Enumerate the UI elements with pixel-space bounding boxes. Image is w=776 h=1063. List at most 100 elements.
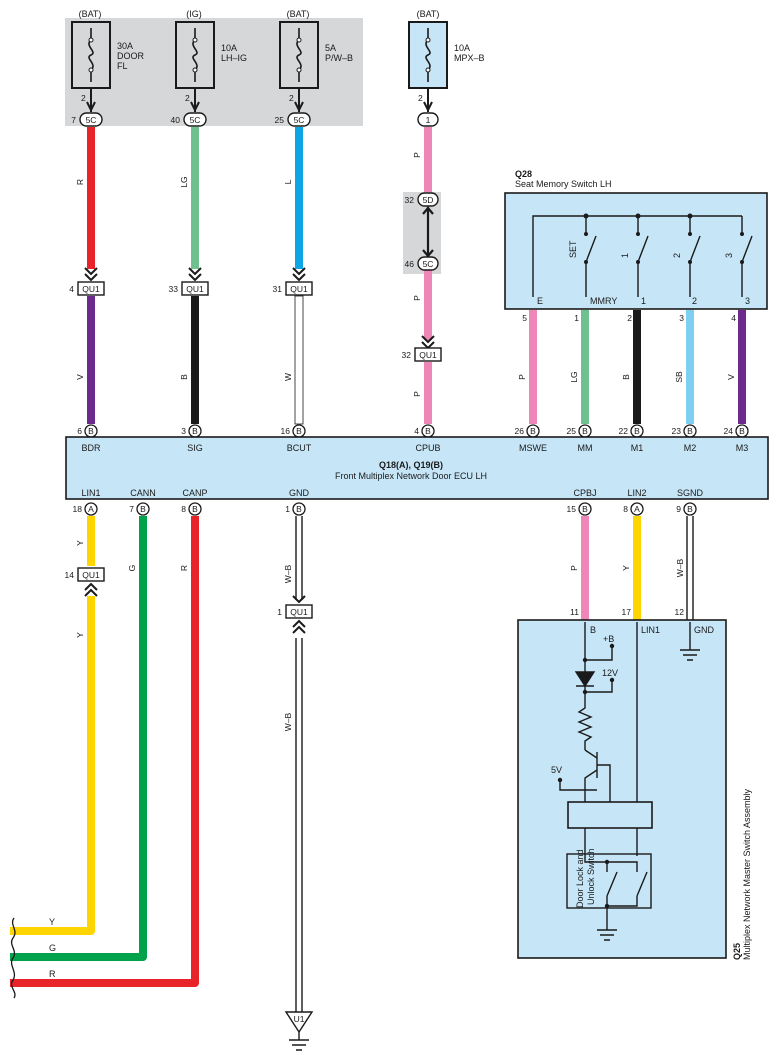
q28-switches — [532, 215, 753, 297]
ecu-terminal: LIN1 — [81, 488, 100, 498]
svg-text:U1: U1 — [294, 1014, 305, 1024]
wire-code: P — [569, 565, 579, 571]
fuse-name: FL — [117, 61, 128, 71]
ecu-pin: 15 — [567, 504, 577, 514]
ecu-conn-letter: B — [530, 426, 536, 436]
connector-pin: 33 — [169, 284, 179, 294]
wire-code: R — [179, 565, 189, 571]
ecu-name: Front Multiplex Network Door ECU LH — [335, 471, 487, 481]
fuse-rating: 30A — [117, 41, 133, 51]
svg-text:QU1: QU1 — [82, 570, 100, 580]
q25-5v: 5V — [551, 765, 562, 775]
exit-wire-label: Y — [49, 917, 55, 927]
wire-b-m1 — [633, 310, 641, 424]
connector-pin: 46 — [405, 259, 415, 269]
wire-code: B — [621, 374, 631, 380]
wire-code: P — [412, 295, 422, 301]
svg-text:5C: 5C — [423, 259, 434, 269]
q25-terminal: GND — [694, 625, 715, 635]
ecu-terminal: M2 — [684, 443, 697, 453]
ecu-box — [65, 436, 769, 500]
ecu-terminal: LIN2 — [627, 488, 646, 498]
ecu-pin: 3 — [181, 426, 186, 436]
fuse-name: DOOR — [117, 51, 145, 61]
connector-pin: 25 — [275, 115, 285, 125]
switch-label: Unlock Switch — [586, 848, 596, 905]
ecu-pin: 1 — [285, 504, 290, 514]
ecu-terminal: MSWE — [519, 443, 547, 453]
connector-pin: 40 — [171, 115, 181, 125]
ecu-terminal: GND — [289, 488, 310, 498]
wire-code: L — [283, 179, 293, 184]
fuse-door-fl — [71, 21, 111, 89]
connector-5c-40: 5C — [183, 112, 207, 127]
connector-pin: 31 — [273, 284, 283, 294]
ecu-conn-letter: B — [687, 504, 693, 514]
wire-code: P — [412, 152, 422, 158]
q28-terminal: 3 — [745, 296, 750, 306]
q28-pin: 5 — [522, 313, 527, 323]
q25-name: Multiplex Network Master Switch Assembly — [742, 788, 752, 960]
wire-lg-upper — [191, 127, 199, 269]
switch-label: 3 — [724, 253, 734, 258]
q28-terminal: E — [537, 296, 543, 306]
wire-p — [424, 362, 432, 424]
fuse-name: P/W–B — [325, 53, 353, 63]
connector-qu1: QU1 — [285, 281, 313, 296]
wire-v — [87, 296, 95, 424]
fuse-rating: 10A — [221, 43, 237, 53]
q28-code: Q28 — [515, 169, 532, 179]
ecu-conn-letter: B — [687, 426, 693, 436]
fuse-pin: 2 — [418, 93, 423, 103]
ecu-conn-letter: B — [88, 426, 94, 436]
fuse-supply-label: (BAT) — [417, 9, 440, 19]
fuse-pin: 2 — [289, 93, 294, 103]
connector-pin: 32 — [402, 350, 412, 360]
wire-code: V — [726, 374, 736, 380]
q28-nodes — [583, 213, 744, 264]
q28-terminal: MMRY — [590, 296, 617, 306]
ecu-conn-letter: B — [192, 504, 198, 514]
q28-pin: 3 — [679, 313, 684, 323]
wire-w-b-gnd — [295, 516, 303, 1012]
fuse-name: LH–IG — [221, 53, 247, 63]
ecu-terminal: M3 — [736, 443, 749, 453]
wire-code: Y — [75, 540, 85, 546]
fuse-rating: 10A — [454, 43, 470, 53]
connector-qu1: QU1 — [77, 567, 105, 582]
q25-pin: 11 — [570, 607, 579, 617]
connector-pin: 14 — [65, 570, 75, 580]
ecu-conn-letter: B — [425, 426, 431, 436]
wire-code: B — [179, 374, 189, 380]
switch-label: 2 — [672, 253, 682, 258]
fuse-supply-label: (BAT) — [287, 9, 310, 19]
svg-text:5C: 5C — [294, 115, 305, 125]
wire-code: LG — [569, 371, 579, 382]
switch-label: SET — [568, 240, 578, 258]
ecu-terminal: CPBJ — [573, 488, 596, 498]
wire-code: Y — [621, 565, 631, 571]
ecu-conn-letter: A — [634, 504, 640, 514]
ecu-pin: 26 — [515, 426, 525, 436]
switch-label: Door Lock and — [575, 849, 585, 908]
q28-terminal: 1 — [641, 296, 646, 306]
ecu-terminal: MM — [578, 443, 593, 453]
svg-text:QU1: QU1 — [82, 284, 100, 294]
wire-r-upper — [87, 127, 95, 269]
wire-code: P — [517, 374, 527, 380]
connector-qu1: QU1 — [414, 347, 442, 362]
wire-code: V — [75, 374, 85, 380]
svg-text:5C: 5C — [190, 115, 201, 125]
q25-plus-b: +B — [603, 634, 614, 644]
wire-w — [294, 295, 304, 425]
connector-qu1: QU1 — [77, 281, 105, 296]
wire-g — [10, 516, 147, 961]
q25-terminal: LIN1 — [641, 625, 660, 635]
wire-code: P — [412, 391, 422, 397]
wire-code: LG — [179, 176, 189, 187]
ecu-pin: 9 — [676, 504, 681, 514]
q25-box — [517, 619, 727, 959]
ecu-conn-letter: B — [634, 426, 640, 436]
wire-r-canp — [10, 516, 199, 987]
